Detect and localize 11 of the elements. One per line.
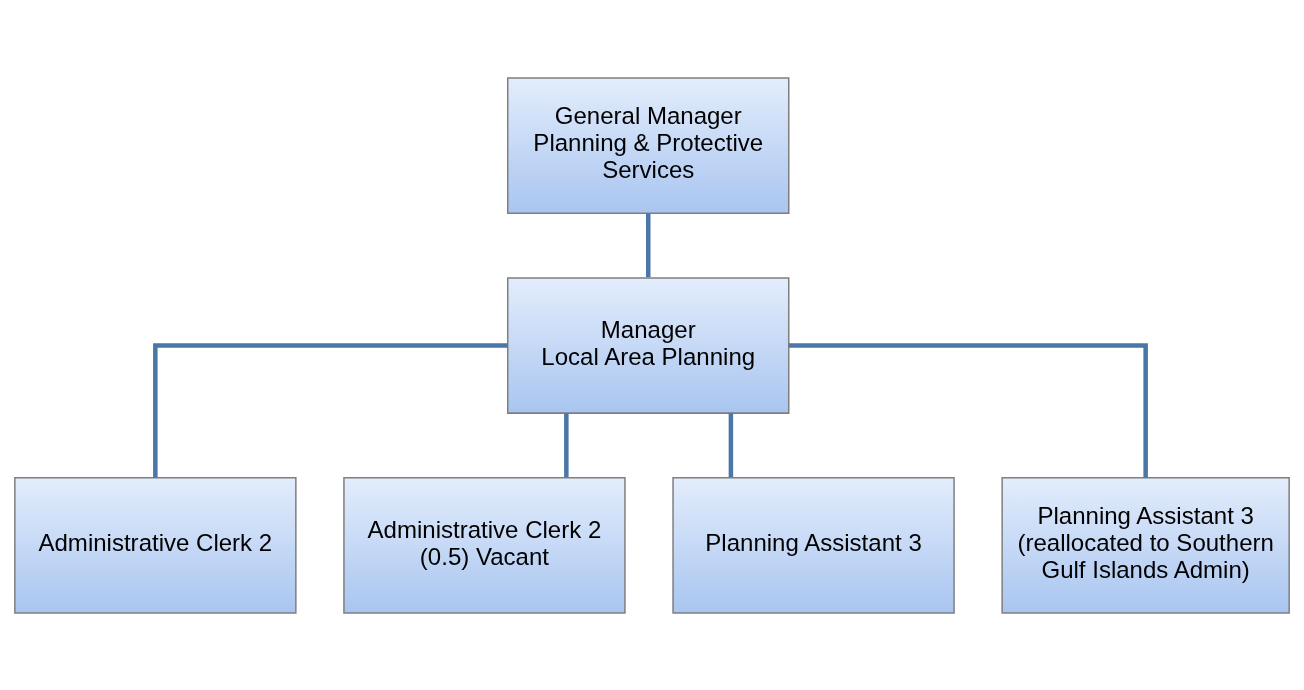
node-box: Administrative Clerk 2 — [14, 476, 297, 614]
node-box: Planning Assistant 3 — [672, 476, 955, 614]
node-box: Planning Assistant 3 (reallocated to Southern Gulf Islands Admin) — [1001, 476, 1290, 614]
connector — [153, 342, 508, 478]
connector — [646, 212, 651, 277]
connector — [728, 412, 734, 477]
node-box: General Manager Planning & Protective Services — [507, 76, 790, 214]
connector — [564, 412, 569, 477]
node-box: Administrative Clerk 2 (0.5) Vacant — [343, 476, 626, 614]
connector — [788, 342, 1148, 478]
node-box: Manager Local Area Planning — [507, 276, 790, 414]
